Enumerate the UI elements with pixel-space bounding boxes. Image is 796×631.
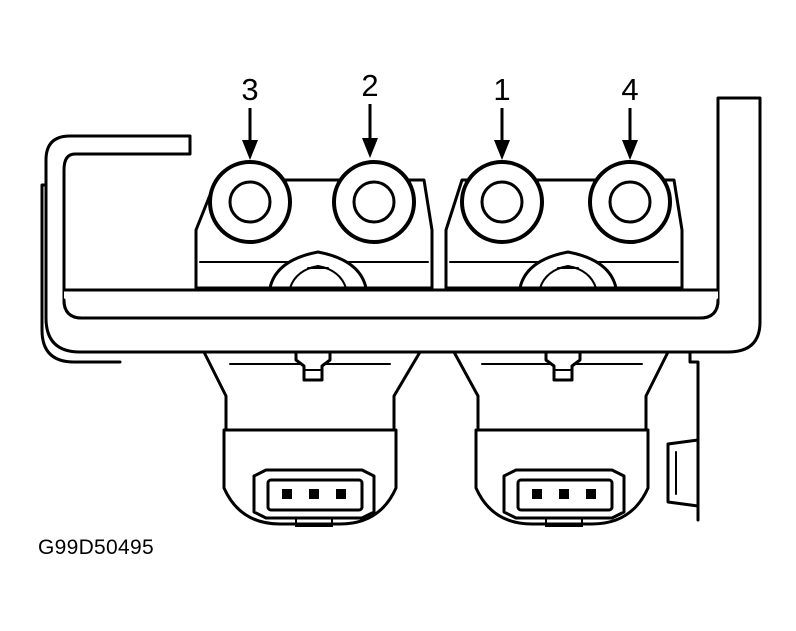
figure-code: G99D50495	[38, 536, 154, 559]
arrow-tower-2	[362, 104, 378, 158]
tower-1	[460, 160, 544, 244]
connector-left	[252, 468, 376, 527]
tower-3	[208, 160, 292, 244]
arrow-tower-3	[242, 108, 258, 160]
arrow-tower-1	[494, 108, 510, 160]
connector-right	[502, 468, 626, 527]
tower-4	[588, 160, 672, 244]
tower-label-2: 2	[361, 68, 378, 103]
tower-label-3: 3	[241, 72, 258, 107]
tower-2	[332, 160, 416, 244]
tower-label-4: 4	[621, 72, 638, 107]
mounting-bracket	[40, 96, 762, 522]
arrow-tower-4	[622, 108, 638, 160]
tower-label-1: 1	[493, 72, 510, 107]
